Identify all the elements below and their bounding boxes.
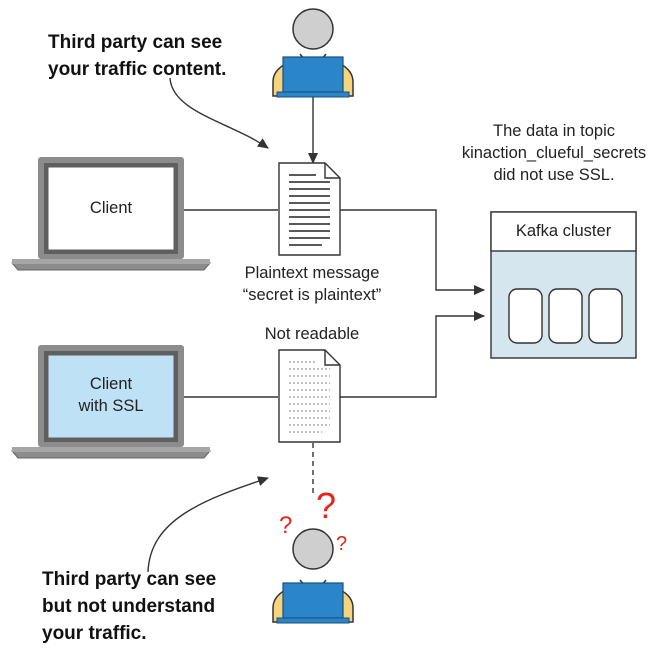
- question-mark-small-left: ?: [279, 512, 292, 539]
- annotation-line: Third party can see: [42, 569, 217, 590]
- topic-note: The data in topic kinaction_clueful_secr…: [438, 120, 670, 186]
- note-line: did not use SSL.: [493, 166, 615, 184]
- encrypted-caption: Not readable: [264, 325, 360, 343]
- question-mark-small-right: ?: [336, 533, 347, 555]
- cluster-title: Kafka cluster: [515, 222, 612, 240]
- encrypted-to-cluster-arrow: [340, 311, 485, 398]
- broker-2-icon: [548, 288, 583, 344]
- broker-3-icon: [588, 288, 623, 344]
- connector-lines: [147, 77, 485, 573]
- client-laptop-icon: [10, 157, 212, 271]
- ssl-client-label: Client with SSL: [48, 373, 174, 417]
- top-left-annotation: Third party can see your traffic content…: [48, 29, 288, 83]
- question-mark-large: ?: [316, 485, 336, 526]
- annotation-line: but not understand: [42, 596, 216, 617]
- bottom-left-annotation: Third party can see but not understand y…: [42, 566, 282, 647]
- annotation-line: your traffic content.: [48, 59, 227, 80]
- message-to-cluster-arrow: [340, 209, 485, 295]
- ssl-client-label-line: Client: [89, 375, 133, 393]
- note-line: The data in topic: [493, 122, 615, 140]
- encrypted-document-icon: [278, 349, 341, 443]
- annotation-line: Third party can see: [48, 32, 223, 53]
- ssl-client-label-line: with SSL: [78, 397, 144, 415]
- annotation-line: your traffic.: [42, 623, 147, 644]
- client-label: Client: [89, 199, 133, 217]
- callout-arrow-bottom: [147, 476, 269, 573]
- broker-1-icon: [508, 288, 543, 344]
- plaintext-caption-line: Plaintext message: [244, 264, 380, 282]
- callout-arrow-top: [169, 77, 269, 149]
- kafka-cluster-box: [490, 211, 637, 359]
- plaintext-document-icon: [278, 162, 341, 256]
- note-line: kinaction_clueful_secrets: [461, 144, 647, 162]
- eavesdropper-bottom-icon: [272, 528, 354, 624]
- plaintext-caption: Plaintext message “secret is plaintext”: [214, 262, 410, 306]
- ssl-client-laptop-icon: [10, 345, 212, 459]
- plaintext-caption-line: “secret is plaintext”: [242, 286, 382, 304]
